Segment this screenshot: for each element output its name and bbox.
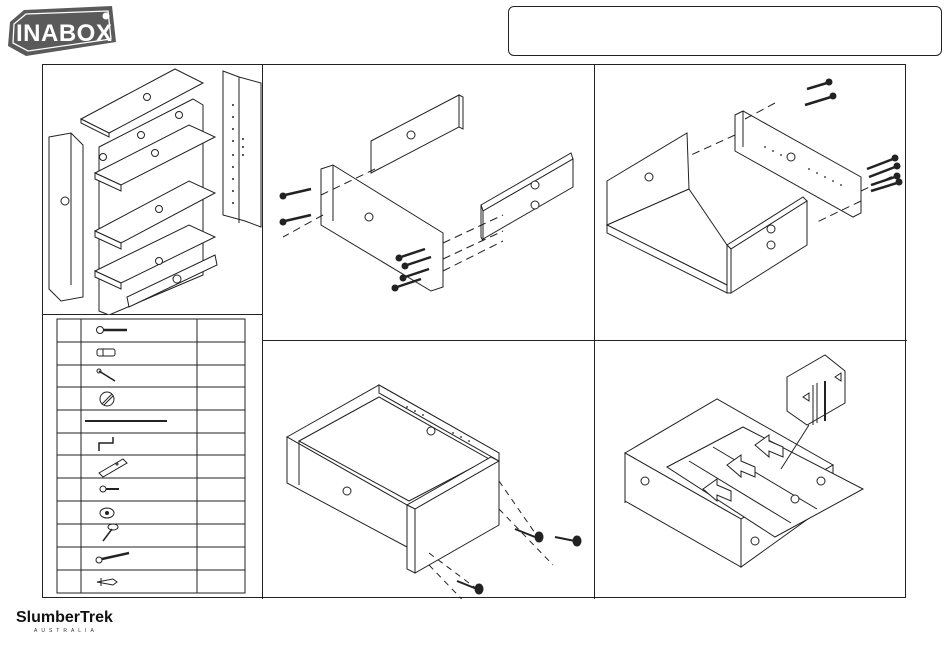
brand-subtitle: AUSTRALIA xyxy=(34,628,98,634)
inabox-logo: INABOX xyxy=(2,2,120,62)
allen-key-icon xyxy=(99,437,113,451)
instruction-frame xyxy=(42,64,906,598)
exploded-view xyxy=(43,65,263,315)
short-screw-icon xyxy=(100,486,119,492)
nail-icon xyxy=(97,369,115,381)
parts-list xyxy=(43,315,263,599)
step-attach-front xyxy=(263,341,595,599)
step-attach-back xyxy=(595,65,907,341)
attach-front-drawing xyxy=(263,341,595,599)
long-screw-icon xyxy=(97,327,128,334)
dowel-icon xyxy=(97,349,115,356)
bracket-icon xyxy=(99,459,127,477)
slide-bottom-drawing xyxy=(595,341,907,599)
attach-back-drawing xyxy=(595,65,907,341)
wall-plug-icon xyxy=(97,578,117,586)
logo-text: INABOX xyxy=(16,20,112,48)
attach-sides-drawing xyxy=(263,65,595,341)
knob-screw-icon xyxy=(103,524,118,541)
washer-icon xyxy=(100,508,114,518)
parts-list-table xyxy=(43,315,263,599)
exploded-view-drawing xyxy=(43,65,263,315)
cam-lock-icon xyxy=(100,392,114,406)
wood-screw-icon xyxy=(96,553,129,563)
step-slide-bottom xyxy=(595,341,907,599)
brand-name: SlumberTrek xyxy=(16,609,113,627)
title-box xyxy=(508,6,942,56)
step-attach-sides xyxy=(263,65,595,341)
